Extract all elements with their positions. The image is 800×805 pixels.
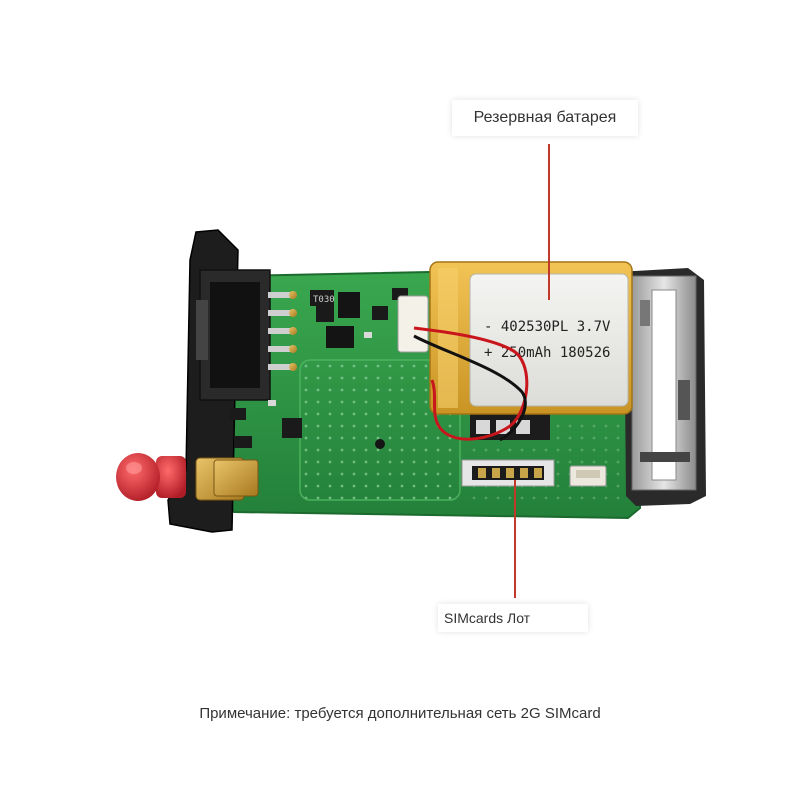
sim-callout-label: SIMcards Лот — [438, 604, 588, 632]
backup-battery: - 402530PL 3.7V + 250mAh 180526 — [429, 261, 633, 415]
battery-wires — [397, 295, 529, 442]
header-pins — [268, 291, 297, 371]
chip-marking: T030 — [313, 295, 335, 305]
battery-label-line2: + 250mAh 180526 — [484, 345, 610, 361]
footnote-text: Примечание: требуется дополнительная сет… — [199, 705, 601, 722]
metal-module-holder — [616, 268, 706, 506]
jst-connector — [569, 465, 607, 487]
left-mounting-bracket — [167, 229, 271, 533]
pcb-components: T030 — [230, 288, 408, 448]
antenna-connector — [116, 453, 259, 501]
battery-callout-label: Резервная батарея — [452, 100, 638, 136]
battery-label-line1: - 402530PL 3.7V — [484, 319, 611, 335]
